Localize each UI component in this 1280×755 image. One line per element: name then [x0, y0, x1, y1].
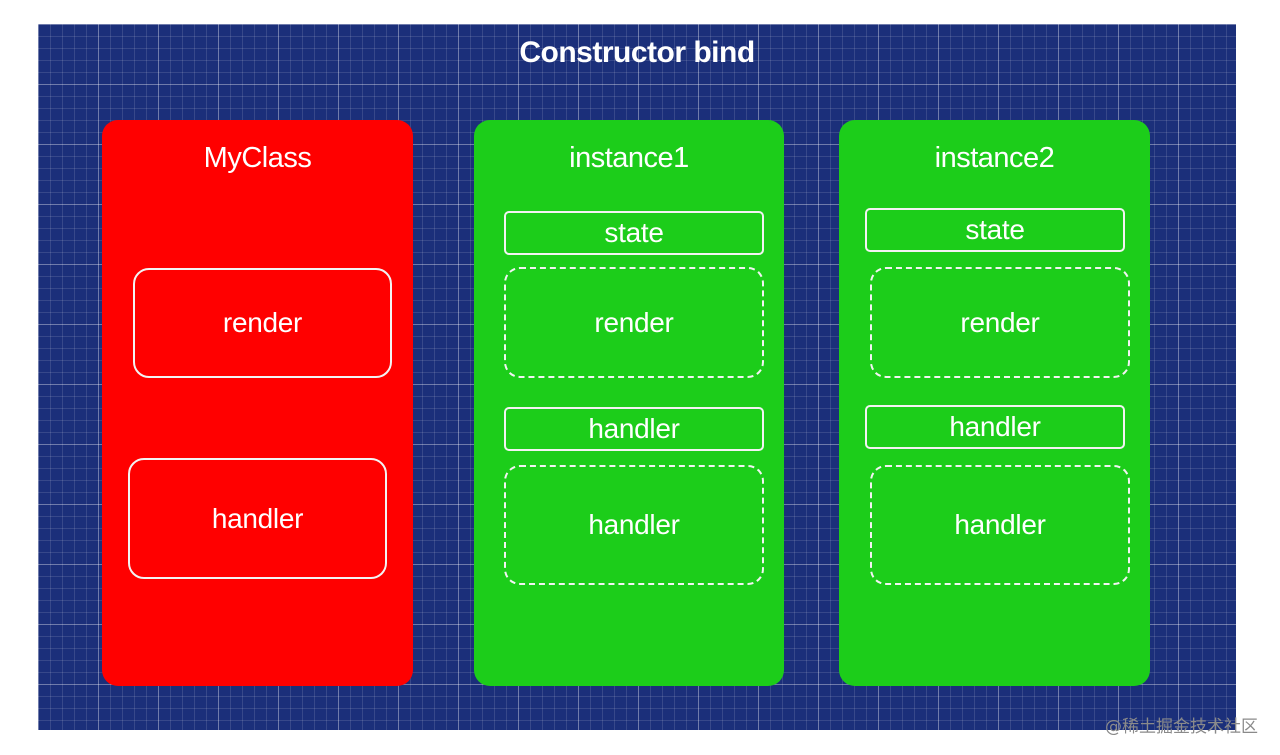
instance1-title: instance1: [569, 142, 689, 174]
instance1-card: instance1 state render handler handler: [474, 120, 784, 686]
myclass-handler-box: handler: [128, 458, 387, 579]
myclass-card: MyClass render handler: [102, 120, 413, 686]
diagram-title: Constructor bind: [519, 36, 755, 69]
instance2-title: instance2: [934, 142, 1055, 174]
instance2-handler-prop-box: handler: [865, 405, 1125, 449]
instance1-handler-box: handler: [504, 465, 764, 585]
myclass-render-box: render: [133, 268, 392, 378]
instance2-render-box: render: [870, 267, 1130, 378]
instance2-state-box: state: [865, 208, 1125, 252]
diagram-canvas: Constructor bind MyClass render handler …: [38, 24, 1236, 730]
instance2-handler-box: handler: [870, 465, 1130, 585]
instance2-card: instance2 state render handler handler: [839, 120, 1150, 686]
watermark: @稀土掘金技术社区: [1105, 717, 1258, 737]
instance1-handler-prop-box: handler: [504, 407, 764, 451]
myclass-title: MyClass: [203, 142, 312, 174]
instance1-render-box: render: [504, 267, 764, 378]
instance1-state-box: state: [504, 211, 764, 255]
